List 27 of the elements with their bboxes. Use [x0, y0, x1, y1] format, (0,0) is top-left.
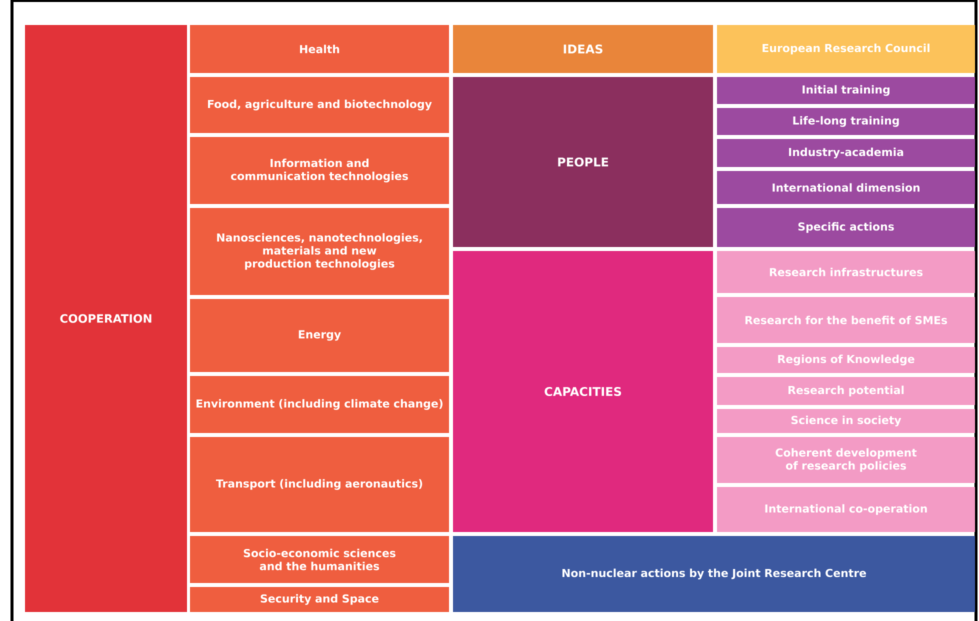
theme-box: Initial training — [717, 77, 976, 104]
theme-box: Socio-economic sciences and the humanities — [190, 536, 449, 583]
theme-box: Research infrastructures — [717, 251, 976, 293]
theme-box: Energy — [190, 299, 449, 372]
theme-box: Security and Space — [190, 587, 449, 612]
theme-box: Coherent development of research policies — [717, 437, 976, 483]
theme-box: Information and communication technologies — [190, 137, 449, 204]
theme-box: Science in society — [717, 409, 976, 433]
theme-box: Industry-academia — [717, 139, 976, 167]
theme-box: Research for the benefit of SMEs — [717, 297, 976, 343]
theme-box: Nanosciences, nanotechnologies, materials and new production technologies — [190, 208, 449, 295]
theme-box: International co-operation — [717, 487, 976, 532]
programme-block: IDEAS — [453, 25, 713, 73]
programme-block: PEOPLE — [453, 77, 713, 247]
theme-box: Environment (including climate change) — [190, 376, 449, 433]
theme-box: Food, agriculture and biotechnology — [190, 77, 449, 133]
theme-box: Transport (including aeronautics) — [190, 437, 449, 532]
theme-box: European Research Council — [717, 25, 976, 73]
theme-box: Specific actions — [717, 208, 976, 247]
theme-box: Regions of Knowledge — [717, 347, 976, 373]
theme-box: Research potential — [717, 377, 976, 405]
programme-block: COOPERATION — [25, 25, 187, 612]
theme-box: International dimension — [717, 171, 976, 204]
programme-block: Non-nuclear actions by the Joint Research Centre — [453, 536, 976, 612]
programme-block: CAPACITIES — [453, 251, 713, 532]
theme-box: Life-long training — [717, 108, 976, 135]
theme-box: Health — [190, 25, 449, 73]
